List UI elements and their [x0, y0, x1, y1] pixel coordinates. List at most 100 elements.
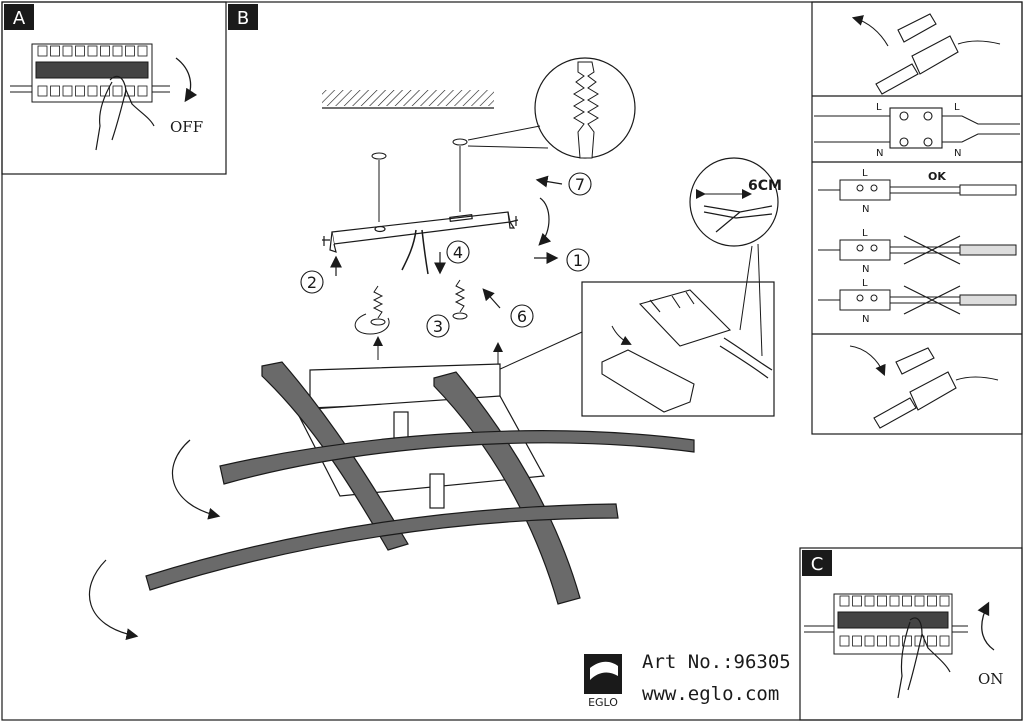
panel-c: C ON [799, 547, 1023, 721]
panel-a-breaker-bottom-8 [137, 85, 148, 97]
variant-1-neutral-label: N [862, 204, 869, 215]
led-arms [145, 361, 695, 605]
panel-a-breaker-top-4 [87, 45, 98, 57]
stripped-wire-icon [703, 205, 773, 233]
terminal-detail [497, 281, 775, 417]
replace-cover-step [849, 345, 999, 429]
step-1-label: 1 [573, 251, 583, 270]
step-2-label: 2 [307, 273, 317, 292]
supply-wire-icon [401, 229, 429, 275]
step-labels: 1234567 [300, 172, 745, 409]
wiring-variant-2: LN [818, 228, 1017, 275]
variant-3-neutral-label: N [862, 314, 869, 325]
terminal-live-label-right: L [954, 102, 960, 113]
panel-a-breaker-bottom-3 [75, 85, 85, 97]
variant-3-live-label: L [862, 278, 868, 289]
panel-a-breaker-top-6 [112, 45, 123, 57]
panel-a-breaker-top-2 [62, 45, 73, 57]
panel-a-breaker-bottom-1 [50, 85, 60, 97]
cover-plate-icon [601, 349, 695, 413]
panel-c-breaker-bottom-1 [852, 635, 862, 647]
step-1-circle [566, 248, 590, 272]
led-arm-cross-right [433, 371, 581, 605]
on-label: ON [978, 670, 1003, 688]
terminal-block-icon [638, 289, 732, 347]
screw-pair [354, 279, 503, 366]
panel-a-breaker-top-0 [37, 45, 48, 57]
panel-c-breaker-bottom-0 [839, 635, 850, 647]
panel-a-breaker-bottom-4 [87, 85, 98, 97]
strip-length-label: 6CM [748, 178, 782, 194]
panel-c-breaker-bottom-8 [939, 635, 950, 647]
hand-icon [95, 75, 155, 151]
step-7-label: 7 [575, 175, 585, 194]
brand-block: EGLO Art No.:96305 www.eglo.com [584, 651, 791, 709]
step-4-circle [446, 240, 470, 264]
drill-hole-right [452, 138, 468, 146]
strip-length-detail: 6CM [689, 157, 782, 357]
cable-icon [719, 337, 773, 379]
drill-hole-left [371, 152, 387, 160]
panel-c-breaker-top-8 [939, 595, 950, 607]
lamp-stud-bottom [429, 473, 445, 509]
panel-c-breaker-top-3 [877, 595, 887, 607]
screw-icon-3b [454, 279, 466, 313]
panel-a-breaker-bottom-6 [112, 85, 123, 97]
wiring-variant-1: L N OK [818, 168, 1017, 215]
panel-c-breaker-bottom-3 [877, 635, 887, 647]
screw-icon-3a [372, 285, 384, 319]
panel-c-breaker-top-7 [927, 595, 937, 607]
panel-a-breaker-bottom-2 [62, 85, 73, 97]
hand-icon-c [897, 617, 951, 699]
step-6-circle [510, 304, 534, 328]
panel-a-breaker-top-3 [75, 45, 85, 57]
panel-c-breaker-bottom-2 [864, 635, 875, 647]
panel-a-breaker-top-1 [50, 45, 60, 57]
lamp-stud-top [393, 411, 409, 439]
cable-icon-top [875, 63, 919, 95]
connector-icon-bottom [909, 371, 957, 411]
rotate-arrow-icon [175, 57, 198, 103]
led-arm-upper [219, 430, 695, 485]
panel-c-breaker-bottom-4 [889, 635, 900, 647]
step-7-circle [568, 172, 592, 196]
panel-a-letter: A [13, 8, 26, 29]
step-3-circle [426, 314, 450, 338]
off-label: OFF [170, 118, 203, 136]
terminal-live-label-left: L [876, 102, 882, 113]
lift-arrow-icon [851, 15, 889, 47]
panel-c-breaker-top-2 [864, 595, 875, 607]
panel-a-breaker-top-8 [137, 45, 148, 57]
panel-c-badge [802, 550, 832, 576]
panel-a-breaker-bottom-5 [100, 85, 110, 97]
wall-plug-detail [467, 57, 636, 159]
panel-c-letter: C [811, 554, 824, 575]
panel-b-letter: B [237, 8, 249, 29]
led-arm-lower [145, 503, 619, 591]
panel-c-breaker-top-4 [889, 595, 900, 607]
panel-c-breaker-bottom-7 [927, 635, 937, 647]
panel-c-breaker-top-1 [852, 595, 862, 607]
panel-a-breaker-top-7 [125, 45, 135, 57]
screw-icon-left [322, 236, 330, 246]
wiring-variant-3: LN [818, 278, 1017, 325]
terminal-neutral-label-right: N [954, 148, 961, 159]
panel-a: A OFF [1, 1, 227, 175]
breaker-panel-icon [10, 43, 170, 103]
rotate-screw-icon [354, 313, 390, 335]
ok-label: OK [928, 170, 946, 183]
terminal-diagram: L L N N [814, 102, 1020, 159]
step-6-label: 6 [517, 307, 527, 326]
press-arrow-icon [849, 345, 886, 377]
rotate-step-7-icon [538, 197, 552, 246]
step-2-circle [300, 270, 324, 294]
variant-1-live-label: L [862, 168, 868, 179]
panel-a-badge [4, 4, 34, 30]
wrong-cross-icon-2 [903, 285, 961, 315]
article-number: Art No.:96305 [642, 651, 791, 673]
panel-a-breaker-bottom-0 [37, 85, 48, 97]
rotate-arrow-icon-c [977, 601, 995, 651]
ceiling-hatch [322, 90, 494, 106]
